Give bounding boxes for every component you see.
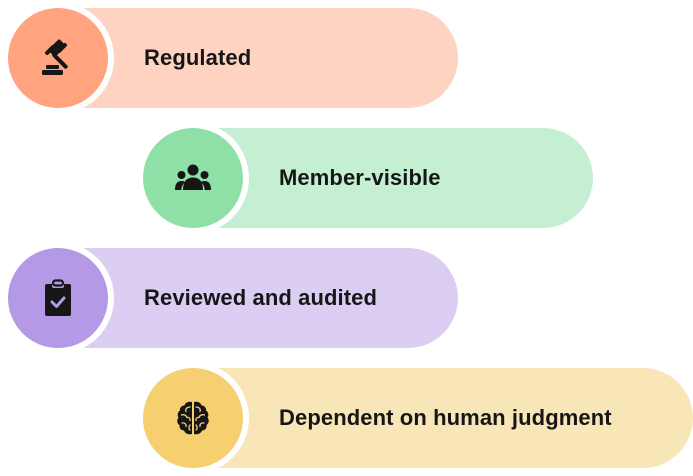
gavel-icon: [42, 39, 68, 75]
icon-circle: [143, 128, 243, 228]
pill-background: [218, 368, 693, 468]
list-item-dependent-on-human-judgment: Dependent on human judgment: [137, 362, 693, 474]
pill-background: [218, 128, 593, 228]
item-label: Dependent on human judgment: [279, 405, 612, 430]
brain-icon: [177, 401, 209, 435]
icon-circle: [8, 248, 108, 348]
item-label: Member-visible: [279, 165, 441, 190]
list-item-reviewed-and-audited: Reviewed and audited: [2, 242, 458, 354]
list-item-regulated: Regulated: [2, 2, 458, 114]
item-label: Regulated: [144, 45, 252, 70]
icon-circle: [143, 368, 243, 468]
list-item-member-visible: Member-visible: [137, 122, 593, 234]
pill-background: [83, 8, 458, 108]
pill-background: [83, 248, 458, 348]
users-group-icon: [175, 164, 211, 190]
icon-circle: [8, 8, 108, 108]
item-label: Reviewed and audited: [144, 285, 378, 310]
clipboard-check-icon: [45, 279, 71, 316]
